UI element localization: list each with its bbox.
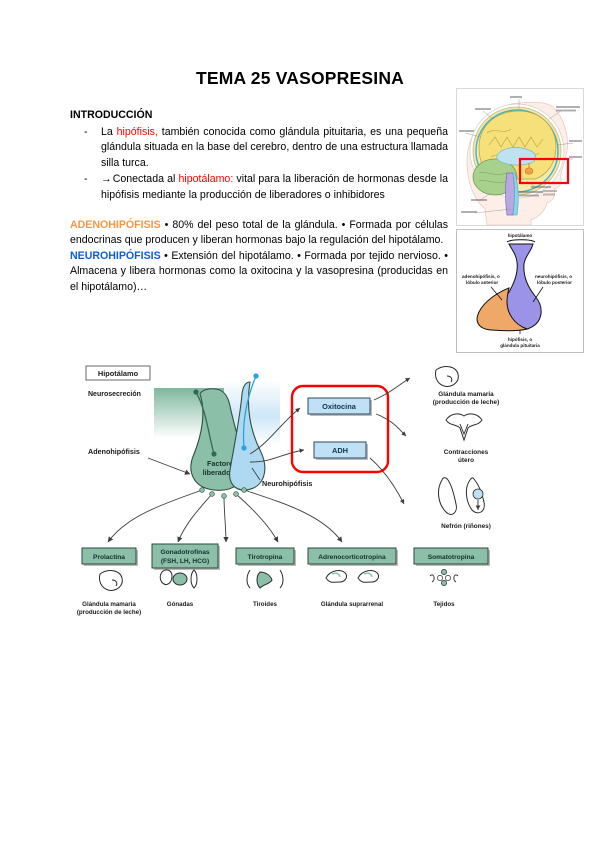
neurosecrecion-text: Neurosecreción bbox=[88, 391, 141, 398]
hormone-box-tirotropina: Tirotropina bbox=[235, 547, 296, 566]
factores-line2: liberadores bbox=[203, 468, 242, 477]
target-glandula-suprarrenal: Glándula suprarrenal bbox=[321, 570, 384, 608]
anterior-hormone-2-line1: Tirotropina bbox=[248, 554, 283, 561]
text-column: INTRODUCCIÓN -La hipófisis, también cono… bbox=[70, 108, 448, 296]
target-contracciones-utero: Contracciones útero bbox=[444, 413, 489, 464]
brain-sagittal-image bbox=[456, 88, 584, 226]
hypothalamus-pituitary-diagram: Hipotálamo Neurosecreción Factores liber… bbox=[74, 362, 544, 634]
pituitary-label-hipotalamo: hipotálamo bbox=[508, 233, 533, 238]
posterior-target-0-line2: (producción de leche) bbox=[433, 399, 499, 406]
adenohipofisis-label: Adenohipófisis bbox=[88, 447, 140, 456]
oxitocina-text: Oxitocina bbox=[322, 402, 357, 411]
bullet-text-1c: vital para la liberación de hormonas des… bbox=[101, 173, 448, 201]
adenohipofisis-pointer bbox=[147, 457, 191, 475]
neuron-node bbox=[211, 451, 217, 457]
neurohypophysis-shape bbox=[229, 381, 266, 491]
anterior-target-1-line1: Gónadas bbox=[167, 601, 194, 608]
hipotalamo-text: Hipotálamo bbox=[98, 369, 139, 378]
anterior-hormone-1-line1: Gonadotrofinas bbox=[160, 549, 209, 556]
bullet-dash: - bbox=[84, 173, 88, 186]
neurohipofisis-body: • Extensión del hipotálamo. • Formada po… bbox=[70, 249, 448, 293]
red-highlight-box bbox=[518, 157, 570, 185]
target-glandula-mamaria-posterior: Glándula mamaria (producción de leche) bbox=[433, 366, 499, 406]
bullet-text-0b: hipófisis, bbox=[116, 125, 158, 138]
adenohipofisis-lead: ADENOHIPÓFISIS bbox=[70, 218, 161, 231]
paragraph-adenohipofisis: ADENOHIPÓFISIS • 80% del peso total de l… bbox=[70, 218, 448, 249]
target-glandula-mamaria-anterior: Glándula mamaria (producción de leche) bbox=[77, 570, 141, 616]
pituitary-label-bottom-1: hipófisis, o bbox=[508, 337, 532, 342]
paragraph-spacer bbox=[70, 205, 448, 218]
anterior-target-0-line1: Glándula mamaria bbox=[82, 601, 136, 608]
anterior-target-2-line1: Tiroides bbox=[253, 601, 278, 608]
list-item: -La hipófisis, también conocida como glá… bbox=[70, 125, 448, 172]
hormone-box-adrenocorticotropina: Adrenocorticotropina bbox=[307, 547, 398, 566]
anterior-hormone-0-line1: Prolactina bbox=[93, 554, 125, 561]
anterior-target-3-line1: Glándula suprarrenal bbox=[321, 601, 384, 608]
posterior-target-2-line1: Nefrón (riñones) bbox=[441, 523, 491, 530]
red-highlight-box bbox=[290, 384, 390, 474]
pituitary-schematic-image: hipotálamo adenohipófisis, o lóbulo ante… bbox=[456, 229, 584, 353]
bullet-dash: - bbox=[84, 125, 88, 138]
bullet-text-0a: La bbox=[101, 125, 117, 138]
target-tejidos: Tejidos bbox=[429, 569, 459, 608]
adh-text: ADH bbox=[332, 446, 348, 455]
anterior-target-0-line2: (producción de leche) bbox=[77, 609, 141, 616]
pituitary-label-neuro-2: lóbulo posterior bbox=[537, 280, 572, 285]
neuron-node bbox=[241, 445, 247, 451]
neurohipofisis-pointer bbox=[251, 467, 261, 481]
bullet-text-1a: Conectada al bbox=[112, 173, 179, 186]
diagram-label-hipotalamo: Hipotálamo bbox=[85, 365, 151, 381]
hormone-box-prolactina: Prolactina bbox=[81, 547, 138, 566]
adenohipofisis-body: • 80% del peso total de la glándula. • F… bbox=[70, 218, 448, 247]
pituitary-label-adeno-1: adenohipófisis, o bbox=[462, 274, 500, 279]
target-gonadas: Gónadas bbox=[159, 569, 198, 608]
bullet-text-1b: hipotálamo: bbox=[178, 173, 234, 186]
pituitary-label-neuro-1: neurohipófisis, o bbox=[535, 274, 572, 279]
neuron-node bbox=[253, 373, 259, 379]
posterior-target-1-line1: Contracciones bbox=[444, 449, 489, 456]
intro-bullet-list: -La hipófisis, también conocida como glá… bbox=[70, 125, 448, 204]
neurohipofisis-lead: NEUROHIPÓFISIS bbox=[70, 249, 161, 262]
target-tiroides: Tiroides bbox=[246, 569, 284, 608]
section-heading: INTRODUCCIÓN bbox=[70, 109, 153, 121]
pituitary-label-adeno-2: lóbulo anterior bbox=[466, 280, 498, 285]
factores-line1: Factores bbox=[207, 459, 237, 468]
hormone-box-adh: ADH bbox=[313, 441, 368, 460]
pituitary-label-bottom-2: glándula pituitaria bbox=[500, 343, 540, 348]
bullet-text-0c: también conocida como glándula pituitari… bbox=[101, 125, 448, 169]
hormone-box-somatotropina: Somatotropina bbox=[413, 547, 490, 566]
paragraph-neurohipofisis: NEUROHIPÓFISIS • Extensión del hipotálam… bbox=[70, 249, 448, 296]
posterior-target-0-line1: Glándula mamaria bbox=[438, 391, 494, 398]
anterior-target-4-line1: Tejidos bbox=[433, 601, 455, 608]
list-item: -→ Conectada al hipotálamo: vital para l… bbox=[70, 172, 448, 203]
anterior-hormone-3-line1: Adrenocorticotropina bbox=[318, 554, 386, 561]
neurohipofisis-label: Neurohipófisis bbox=[262, 479, 312, 488]
neuron-node bbox=[193, 389, 199, 395]
anterior-hormone-4-line1: Somatotropina bbox=[428, 554, 475, 561]
hormone-box-gonadotrofinas: Gonadotrofinas (FSH, LH, HCG) bbox=[151, 543, 220, 570]
page-title: TEMA 25 VASOPRESINA bbox=[195, 68, 404, 88]
hormone-box-oxitocina: Oxitocina bbox=[307, 397, 372, 416]
right-arrow-icon: → bbox=[101, 173, 113, 186]
posterior-target-1-line2: útero bbox=[458, 457, 474, 464]
target-nefron-rinones: Nefrón (riñones) bbox=[438, 477, 491, 530]
anterior-hormone-1-line2: (FSH, LH, HCG) bbox=[161, 558, 209, 565]
